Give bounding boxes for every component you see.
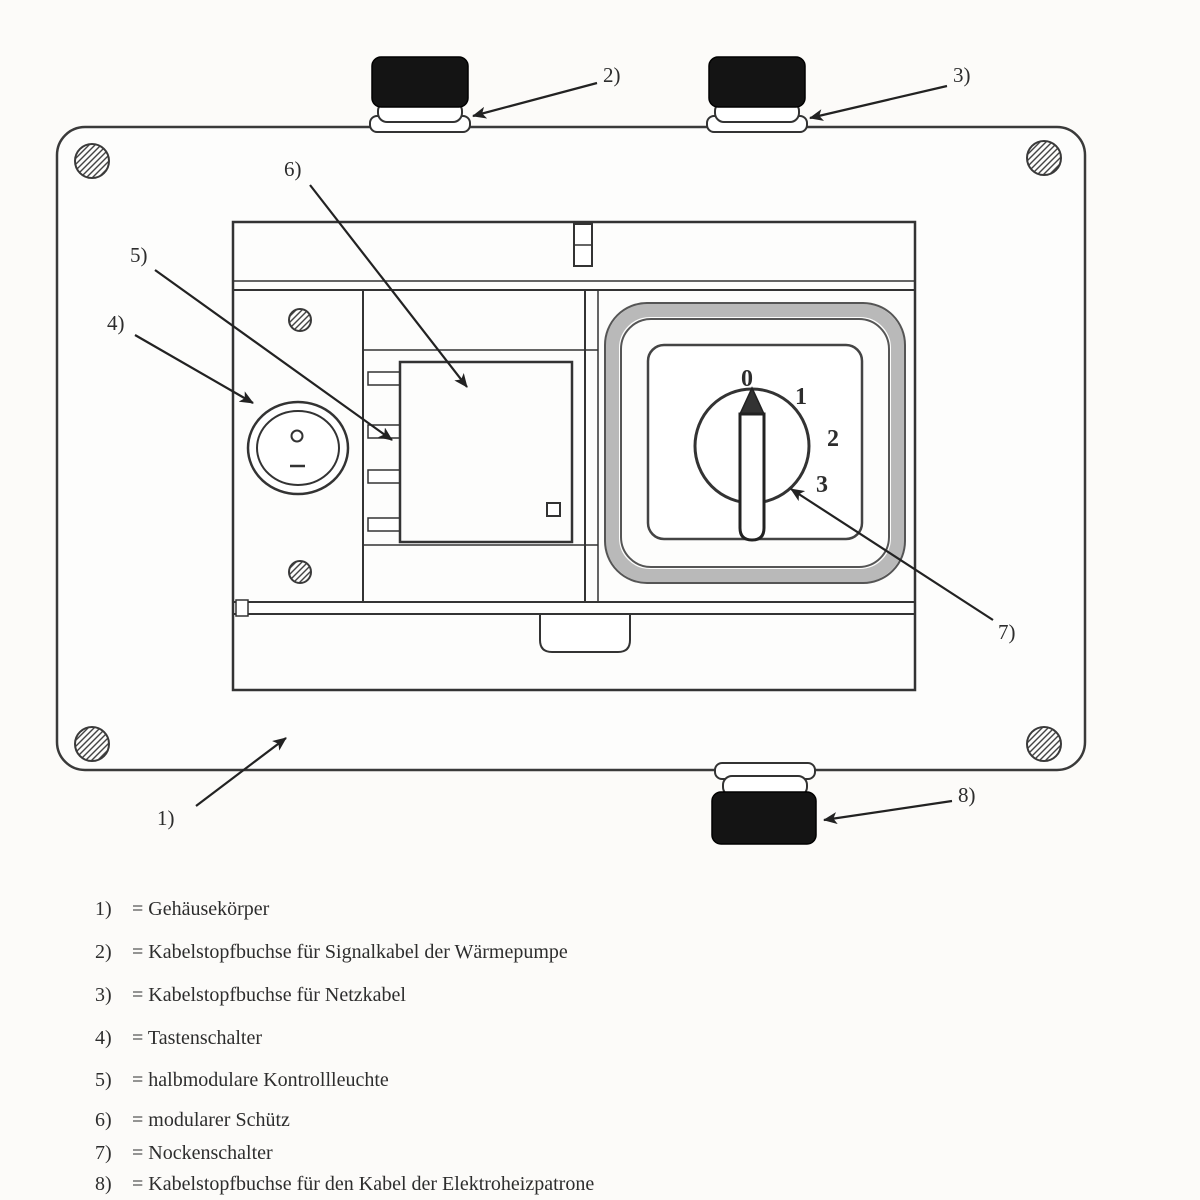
corner-screw-top-left (74, 143, 110, 179)
arrow-7 (790, 488, 994, 621)
switch-position-2: 2 (827, 426, 839, 452)
callout-7: 7) (998, 620, 1016, 644)
cam-switch: 0 1 2 3 (604, 302, 906, 584)
legend-num-5: 5) (95, 1069, 112, 1091)
legend-text-5: = halbmodulare Kontrollleuchte (132, 1069, 389, 1091)
din-clip-3 (367, 469, 401, 484)
button-inner-ring (256, 410, 340, 486)
panel-screw-bottom (288, 560, 312, 584)
arrow-3 (809, 84, 948, 121)
bottom-left-clip (235, 599, 249, 617)
callout-6: 6) (284, 157, 302, 181)
corner-screw-bottom-left (74, 726, 110, 762)
din-clip-1 (367, 371, 401, 386)
callout-numbers: 2) 3) 6) 5) 4) 7) 1) 8) (107, 63, 1016, 830)
legend-num-1: 1) (95, 898, 112, 920)
arrow-6 (309, 184, 468, 388)
legend-text-1: = Gehäusekörper (132, 898, 270, 920)
callout-3: 3) (953, 63, 971, 87)
callout-5: 5) (130, 243, 148, 267)
gland-cap (708, 56, 806, 108)
legend-num-4: 4) (95, 1027, 112, 1049)
corner-screw-top-right (1026, 140, 1062, 176)
legend: 1) = Gehäusekörper 2) = Kabelstopfbuchse… (95, 898, 594, 1195)
legend-text-4: = Tastenschalter (132, 1027, 262, 1049)
callout-8: 8) (958, 783, 976, 807)
contactor-body (398, 360, 574, 544)
arrow-1 (195, 737, 287, 807)
corner-screw-bottom-right (1026, 726, 1062, 762)
gland-cap (711, 791, 817, 845)
cable-gland-heater (711, 762, 817, 845)
legend-text-2: = Kabelstopfbuchse für Signalkabel der W… (132, 941, 568, 963)
legend-text-3: = Kabelstopfbuchse für Netzkabel (132, 984, 406, 1006)
arrow-4 (134, 334, 254, 404)
legend-num-7: 7) (95, 1142, 112, 1164)
gland-cap (371, 56, 469, 108)
panel-screw-top (288, 308, 312, 332)
callout-2: 2) (603, 63, 621, 87)
legend-text-6: = modularer Schütz (132, 1109, 290, 1131)
button-symbol-circle (290, 429, 304, 443)
callout-1: 1) (157, 806, 175, 830)
switch-frame-inner (620, 318, 890, 568)
switch-handle (738, 412, 766, 542)
callout-arrows (134, 81, 994, 825)
arrow-2 (472, 81, 598, 119)
legend-num-6: 6) (95, 1109, 112, 1131)
cable-gland-mains (706, 56, 808, 133)
bottom-latch-handle (539, 613, 631, 653)
switch-position-3: 3 (816, 472, 828, 498)
switch-position-0: 0 (741, 366, 753, 392)
switch-position-1: 1 (795, 384, 807, 410)
legend-num-8: 8) (95, 1173, 112, 1195)
din-clip-4 (367, 517, 401, 532)
modular-contactor (363, 349, 598, 546)
arrow-8 (823, 799, 953, 825)
cable-gland-signal (369, 56, 471, 133)
arrow-5 (154, 269, 393, 441)
legend-text-7: = Nockenschalter (132, 1142, 273, 1164)
legend-num-3: 3) (95, 984, 112, 1006)
legend-num-2: 2) (95, 941, 112, 963)
push-button (246, 400, 350, 496)
switch-frame-outer (604, 302, 906, 584)
legend-text-8: = Kabelstopfbuchse für den Kabel der Ele… (132, 1173, 594, 1195)
callout-4: 4) (107, 311, 125, 335)
switch-frame-band (605, 303, 905, 583)
contactor-terminal (546, 502, 561, 517)
